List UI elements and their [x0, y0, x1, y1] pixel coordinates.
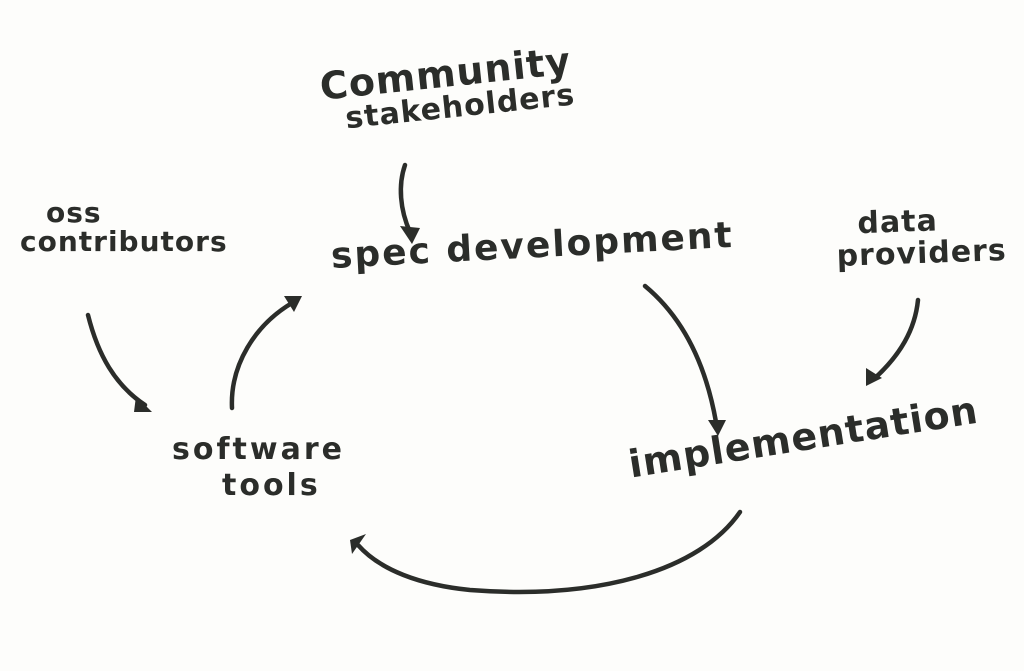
data-line2: providers	[835, 232, 1008, 274]
node-software-tools: software tools	[172, 434, 345, 501]
oss-line2: contributors	[20, 225, 228, 259]
arrow-software-to-spec	[229, 296, 302, 411]
software-line2: tools	[222, 467, 321, 503]
arrow-data-to-implementation	[866, 297, 921, 386]
arrow-implementation-to-software	[350, 509, 743, 595]
arrow-oss-to-software	[85, 312, 152, 412]
software-line1: software	[172, 432, 345, 467]
arrow-community-to-spec	[398, 162, 420, 244]
node-data-providers: data providers	[835, 203, 1008, 274]
node-oss-contributors: oss contributors	[20, 198, 228, 257]
arrow-spec-to-implementation	[642, 283, 726, 436]
oss-line1: oss	[46, 196, 102, 229]
